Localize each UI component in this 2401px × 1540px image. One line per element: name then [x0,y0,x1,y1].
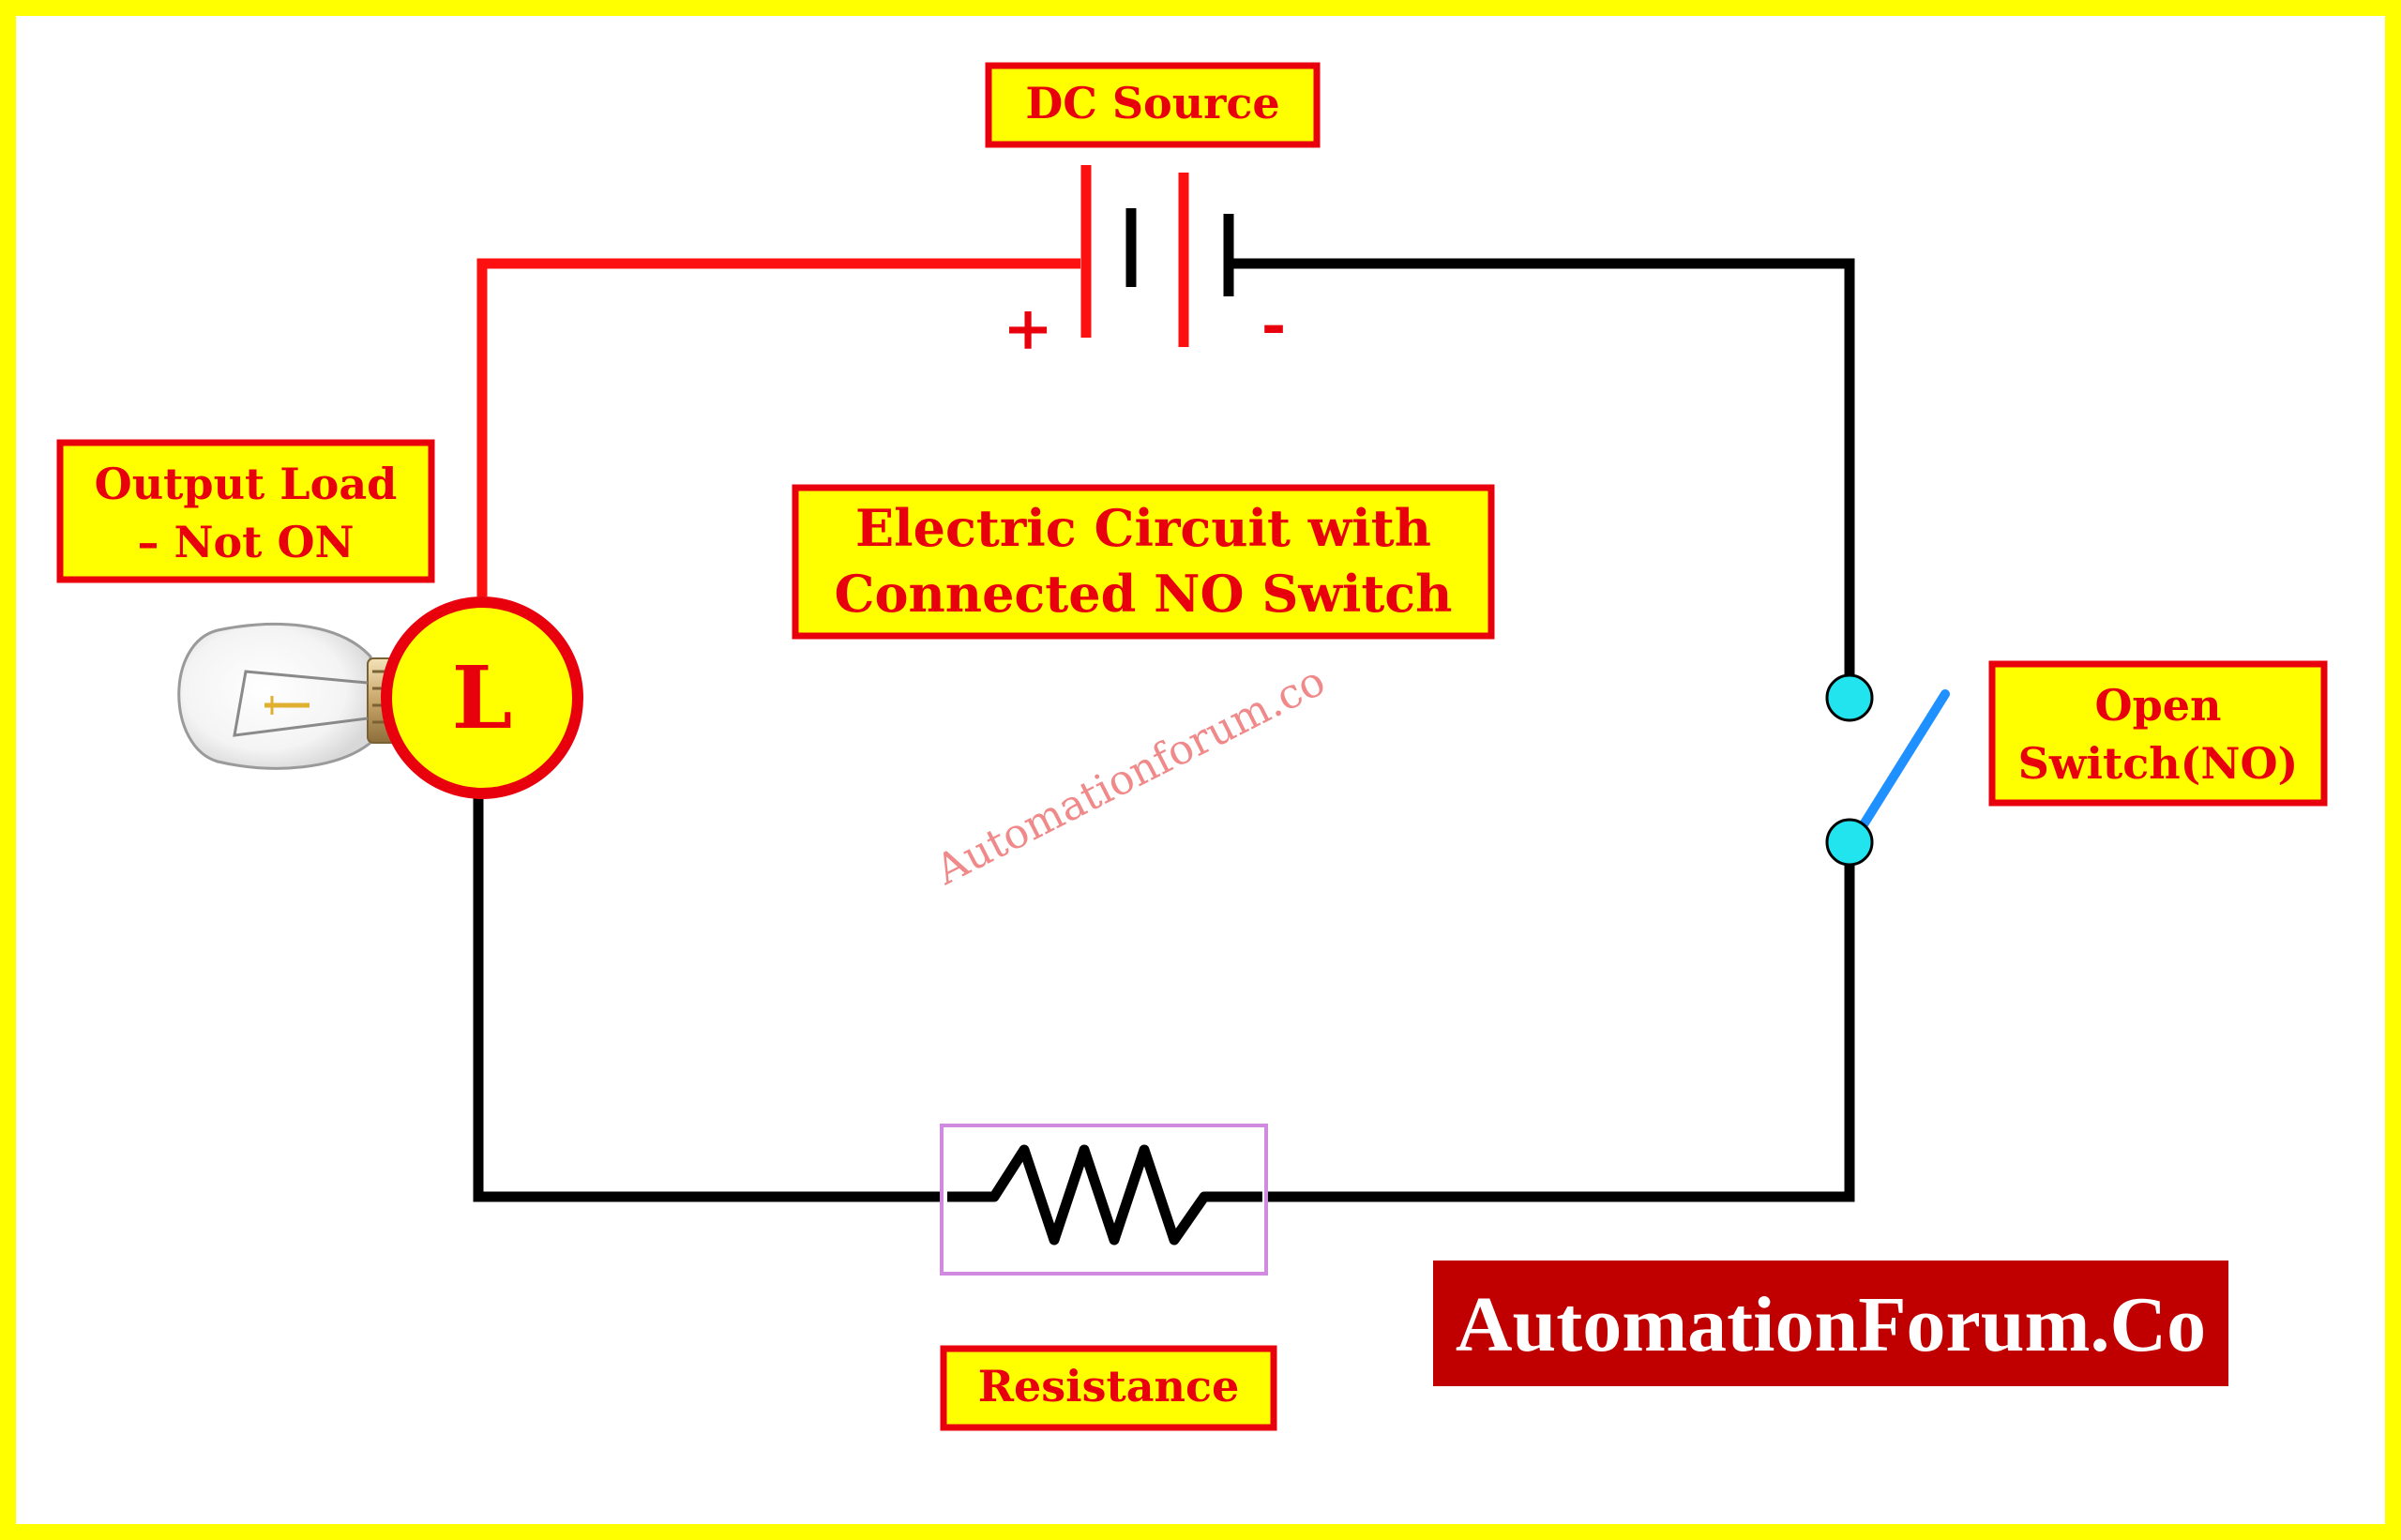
positive-wire [476,258,1080,596]
negative-wire-top [1231,258,1855,698]
open-switch-label-line1: Open [2095,680,2222,731]
output-load-label: Output Load – Not ON [56,439,435,583]
brand-banner-text: AutomationForum.Co [1456,1281,2206,1368]
battery-symbol-icon [1080,165,1234,347]
diagram-title-line2: Connected NO Switch [835,564,1453,624]
switch-terminal-top [1825,673,1874,722]
load-symbol: L [381,596,583,799]
dc-source-label: DC Source [985,62,1321,148]
brand-banner: AutomationForum.Co [1433,1261,2228,1386]
resistance-label-text: Resistance [978,1361,1240,1412]
open-switch-icon [1825,673,1950,867]
positive-terminal-sign: + [1003,294,1053,364]
output-load-label-line2: – Not ON [137,517,354,567]
resistance-label: Resistance [940,1345,1277,1431]
load-symbol-letter: L [452,647,513,748]
negative-wire-bottom [473,795,1855,1202]
negative-terminal-sign: - [1261,290,1287,360]
switch-terminal-bottom [1825,818,1874,867]
open-switch-label-line2: Switch(NO) [2018,738,2299,789]
output-load-label-line1: Output Load [95,459,398,509]
diagram-title-box: Electric Circuit with Connected NO Switc… [792,484,1495,640]
diagram-title-line1: Electric Circuit with [855,498,1431,558]
light-bulb-icon [177,623,404,770]
watermark-text: Automationforum.co [928,657,1333,895]
dc-source-label-text: DC Source [1025,78,1279,128]
open-switch-label: Open Switch(NO) [1988,660,2328,807]
resistor-symbol-icon [940,1124,1268,1276]
